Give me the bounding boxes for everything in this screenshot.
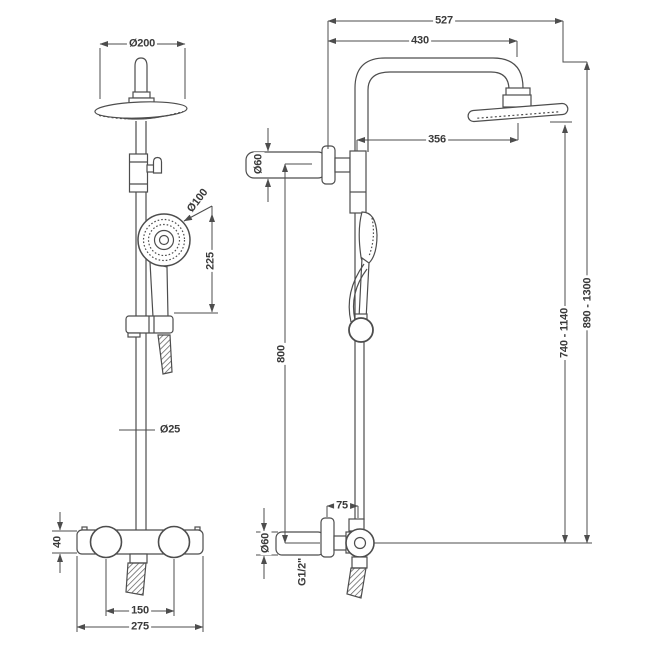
overall-projection-label: 527 — [433, 14, 455, 27]
side-view-dimensions — [256, 18, 590, 579]
wall-to-rail-offset-label: 75 — [334, 499, 350, 512]
valve-front — [76, 525, 204, 596]
head-centre-projection-label: 430 — [409, 34, 431, 47]
overall-height-range-label: 890 - 1300 — [581, 275, 594, 331]
wall-bracket-diameter-label: Ø60 — [252, 151, 265, 177]
rain-head-front — [94, 101, 188, 120]
arm-projection-label: 356 — [426, 133, 448, 146]
side-view-drawing — [245, 57, 592, 599]
valve-to-head-range-label: 740 - 1140 — [558, 306, 571, 360]
front-view-drawing — [76, 57, 204, 596]
bracket-to-valve-label: 800 — [275, 343, 288, 365]
valve-height-label: 40 — [51, 534, 64, 550]
handle-centres-label: 150 — [129, 604, 151, 617]
valve-connector-diameter-label: Ø60 — [259, 530, 272, 556]
valve-side — [275, 517, 375, 599]
handset-side — [348, 211, 378, 343]
hose-front — [157, 334, 173, 375]
handset-drop-label: 225 — [204, 250, 217, 272]
connection-thread-label: G1/2" — [296, 555, 309, 589]
valve-width-label: 275 — [129, 620, 151, 633]
rain-head-side — [467, 102, 569, 123]
rail-diameter-label: Ø25 — [159, 423, 181, 436]
head-diameter-label: Ø200 — [126, 37, 158, 50]
handset-front — [137, 213, 191, 318]
